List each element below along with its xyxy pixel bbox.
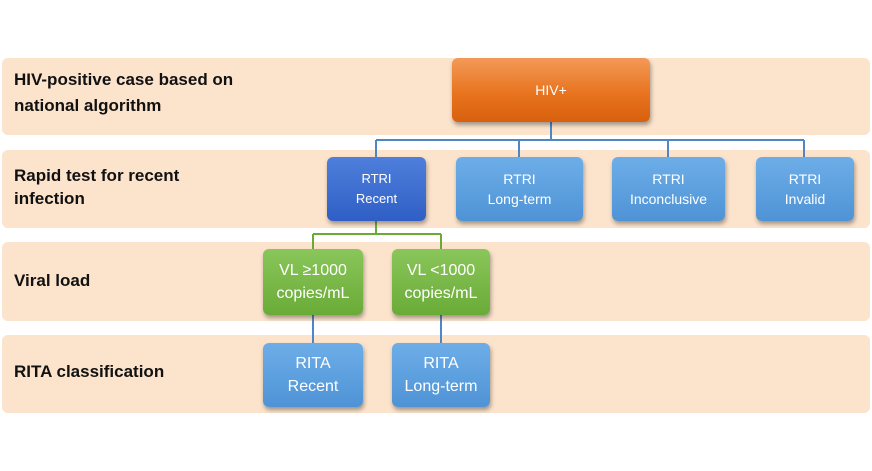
node-vl-high-line1: VL ≥1000 bbox=[279, 262, 347, 279]
row-label-rapid-test: Rapid test for recent infection bbox=[14, 166, 180, 208]
node-hiv-positive: HIV+ bbox=[452, 58, 650, 122]
node-rtri-invalid: RTRI Invalid bbox=[756, 157, 854, 221]
node-rita-recent-line2: Recent bbox=[287, 378, 339, 395]
node-rita-recent-line1: RITA bbox=[295, 355, 331, 372]
node-rtri-invalid-line2: Invalid bbox=[784, 191, 826, 207]
node-rtri-inconclusive-line1: RTRI bbox=[652, 171, 685, 187]
row-label-viral-load: Viral load bbox=[14, 271, 91, 290]
node-rtri-recent: RTRI Recent bbox=[327, 157, 426, 221]
node-vl-low-line1: VL <1000 bbox=[406, 262, 476, 279]
row-band-rapid-test bbox=[2, 150, 870, 228]
node-vl-low: VL <1000 copies/mL bbox=[392, 249, 490, 315]
node-rita-recent: RITA Recent bbox=[263, 343, 363, 407]
row-label-rita: RITA classification bbox=[14, 362, 165, 381]
node-rita-longterm-line1: RITA bbox=[423, 355, 459, 372]
row-band-case bbox=[2, 58, 870, 135]
node-vl-low-line2: copies/mL bbox=[404, 285, 478, 302]
node-rita-longterm: RITA Long-term bbox=[392, 343, 490, 407]
node-hiv-label: HIV+ bbox=[535, 82, 567, 98]
node-rtri-recent-line1: RTRI bbox=[361, 171, 392, 186]
node-rtri-longterm-line2: Long-term bbox=[487, 191, 552, 207]
node-rtri-recent-line2: Recent bbox=[355, 191, 398, 206]
node-rtri-longterm: RTRI Long-term bbox=[456, 157, 583, 221]
node-vl-high-line2: copies/mL bbox=[276, 285, 350, 302]
node-rtri-invalid-line1: RTRI bbox=[788, 171, 822, 187]
node-rtri-inconclusive: RTRI Inconclusive bbox=[612, 157, 725, 221]
node-vl-high: VL ≥1000 copies/mL bbox=[263, 249, 363, 315]
row-label-case: HIV-positive case based on national algo… bbox=[14, 70, 234, 115]
node-rita-longterm-line2: Long-term bbox=[404, 378, 478, 395]
node-rtri-longterm-line1: RTRI bbox=[503, 171, 536, 187]
node-rtri-inconclusive-line2: Inconclusive bbox=[629, 191, 708, 207]
